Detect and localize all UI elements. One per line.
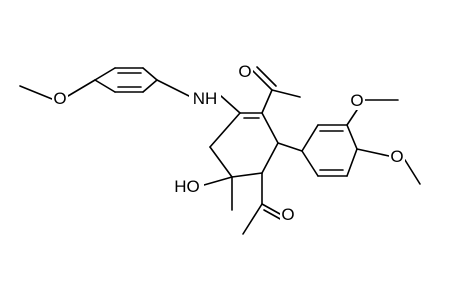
label-nh: NH: [193, 89, 218, 108]
bond-line: [94, 67, 116, 81]
atom-hydroxyl: HO: [170, 175, 204, 197]
bond-lines: [19, 66, 421, 235]
bond-line: [261, 112, 279, 144]
bond-line: [404, 159, 421, 185]
atom-methoxy-left: O: [52, 88, 68, 108]
bond-line: [203, 176, 233, 186]
bond-line: [142, 79, 158, 93]
bond-line: [209, 112, 241, 148]
bond-line: [252, 70, 273, 91]
atom-acetyl-top-oxygen: O: [237, 61, 253, 81]
bond-line: [346, 148, 358, 177]
bond-line: [263, 209, 283, 221]
bond-line: [209, 146, 233, 178]
atom-methoxy-right-lower: O: [389, 146, 405, 166]
label-o-methoxy-left: O: [53, 89, 66, 108]
label-ho: HO: [174, 177, 200, 196]
bond-line: [301, 124, 319, 152]
label-o-acetyl-bottom: O: [281, 205, 294, 224]
bond-line: [346, 109, 358, 126]
label-o-methoxy-right-lower: O: [390, 147, 403, 166]
bond-line: [261, 89, 273, 114]
bond-line: [67, 79, 96, 97]
bond-line: [277, 142, 303, 152]
bond-line: [261, 142, 279, 174]
bond-line: [231, 172, 263, 178]
bond-line: [242, 203, 263, 235]
bond-line: [142, 67, 158, 81]
bond-line: [261, 203, 281, 215]
atom-methoxy-right-upper: O: [349, 90, 365, 110]
bond-line: [256, 66, 277, 87]
label-o-acetyl-top: O: [238, 62, 251, 81]
bond-line: [156, 79, 190, 97]
atom-acetyl-bottom-oxygen: O: [280, 204, 296, 224]
bond-line: [356, 148, 390, 157]
bond-line: [301, 150, 319, 177]
bond-line: [220, 95, 241, 114]
bond-line: [271, 89, 301, 98]
bond-line: [346, 124, 358, 150]
atom-labels: O NH O O O HO O: [52, 61, 405, 224]
atom-amine: NH: [189, 87, 221, 109]
bond-line: [19, 85, 53, 100]
bond-line: [94, 79, 116, 93]
label-o-methoxy-right-upper: O: [350, 91, 363, 110]
